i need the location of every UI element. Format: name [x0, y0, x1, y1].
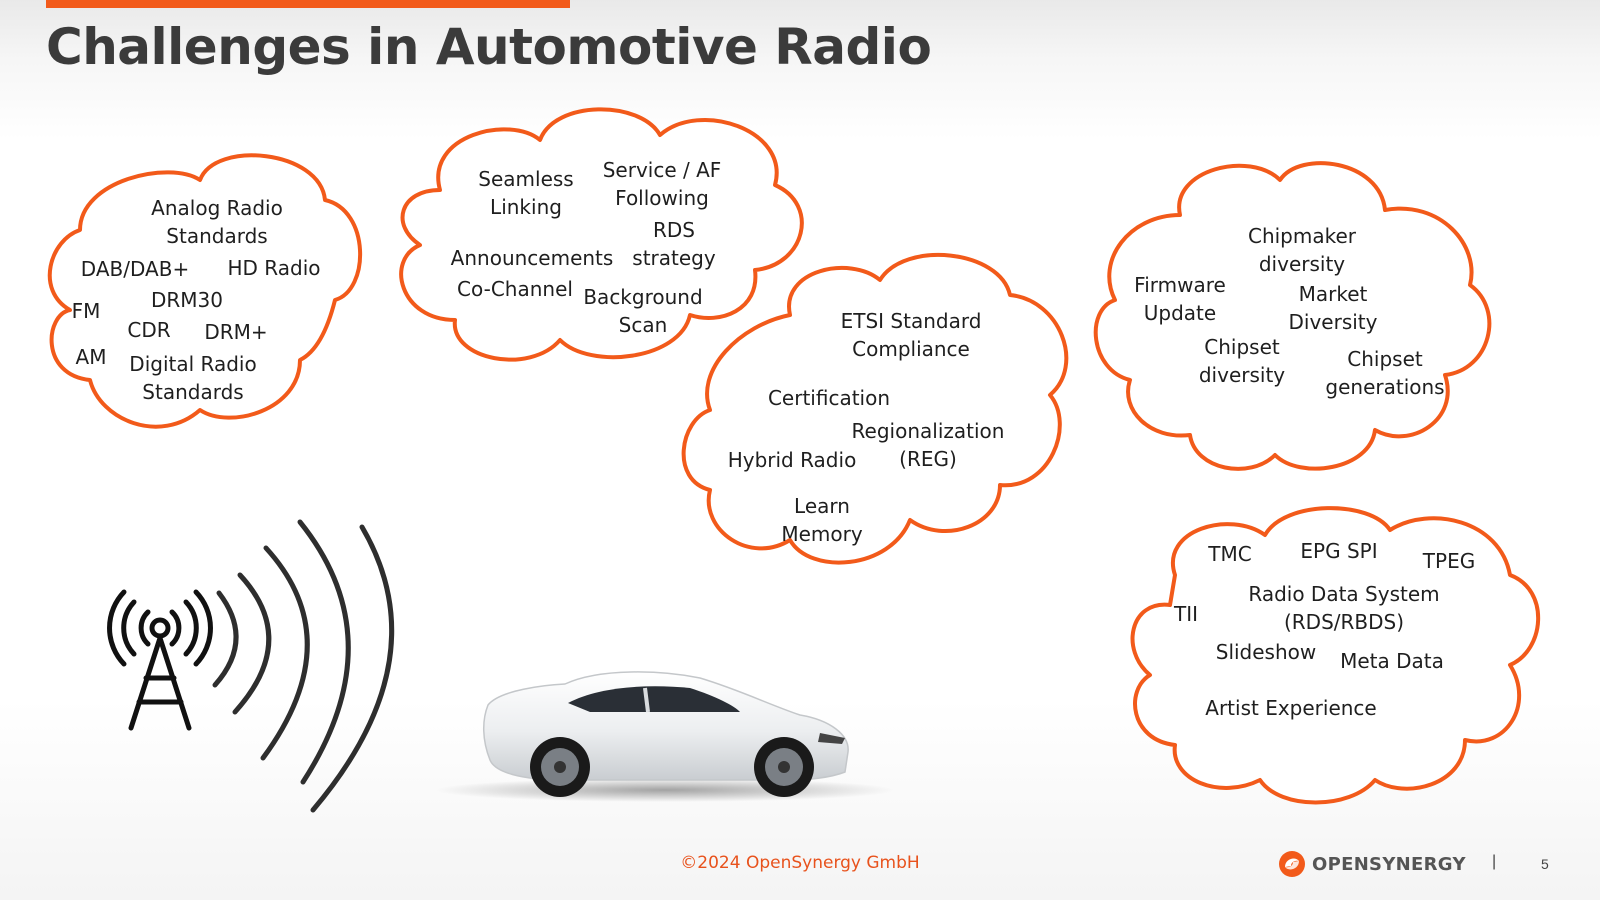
page-number: 5	[1541, 856, 1549, 872]
cloud-radio-standards	[47, 153, 363, 429]
opensynergy-logo-icon	[1279, 851, 1305, 877]
brand-name: OPENSYNERGY	[1312, 853, 1466, 875]
footer-separator: |	[1492, 853, 1497, 870]
car-illustration	[435, 671, 895, 802]
signal-waves-icon	[212, 519, 395, 813]
cloud-hardware-diversity	[1093, 161, 1492, 471]
brand-logo: OPENSYNERGY	[1278, 850, 1466, 878]
slide-title: Challenges in Automotive Radio	[46, 18, 932, 76]
title-accent-bar	[46, 0, 570, 8]
footer-copyright: ©2024 OpenSynergy GmbH	[680, 853, 920, 873]
cloud-compliance	[681, 252, 1069, 565]
cloud-tuning-features	[399, 107, 804, 362]
cloud-data-services	[1130, 506, 1541, 805]
radio-tower-icon	[107, 589, 213, 731]
